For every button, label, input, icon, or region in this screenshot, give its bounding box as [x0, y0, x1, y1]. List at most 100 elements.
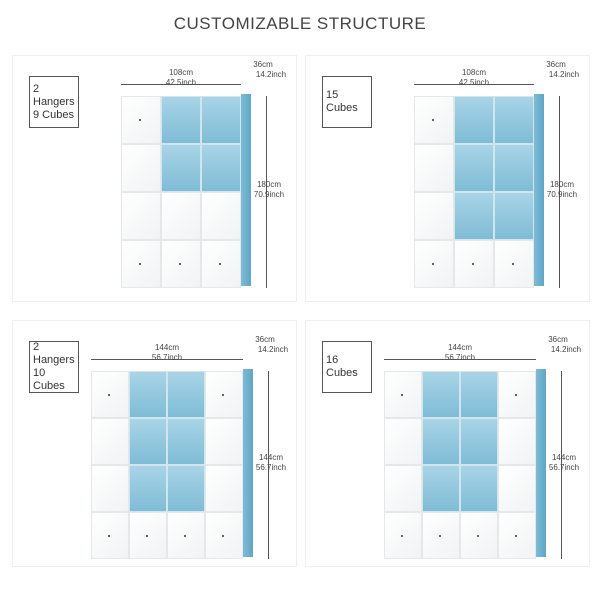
wardrobe-side-panel: [534, 94, 544, 286]
config-label: 16 Cubes: [322, 341, 372, 393]
open-cube: [129, 465, 167, 512]
width-cm: 144cm: [154, 343, 179, 352]
cube-door: [205, 371, 243, 418]
cube-door: [498, 418, 536, 465]
width-inch: 56.7inch: [151, 353, 183, 362]
door-knob: [146, 534, 149, 537]
cube-door: [384, 512, 422, 559]
depth-inch: 14.2inch: [255, 70, 287, 79]
cube-door: [167, 512, 205, 559]
open-cube: [494, 96, 534, 144]
wardrobe-side-panel: [241, 94, 251, 286]
door-knob: [515, 393, 518, 396]
open-cube: [454, 144, 494, 192]
open-cube: [454, 192, 494, 240]
width-cm: 108cm: [168, 68, 193, 77]
width-cm: 144cm: [447, 343, 472, 352]
height-inch: 70.9inch: [253, 190, 285, 199]
cube-door: [498, 512, 536, 559]
open-cube: [460, 371, 498, 418]
cube-door: [460, 512, 498, 559]
door-knob: [432, 119, 435, 122]
door-knob: [108, 534, 111, 537]
open-cube: [494, 144, 534, 192]
config-label-line: 2 Hangers: [33, 82, 75, 108]
width-inch: 42.5inch: [165, 78, 197, 87]
open-cube: [494, 192, 534, 240]
door-knob: [179, 263, 182, 266]
door-knob: [222, 393, 225, 396]
cube-door: [91, 371, 129, 418]
config-label-line: 9 Cubes: [33, 108, 74, 121]
open-cube: [129, 371, 167, 418]
open-cube: [460, 465, 498, 512]
cube-door: [494, 240, 534, 288]
door-knob: [512, 263, 515, 266]
wardrobe-side-panel: [536, 369, 546, 557]
depth-cm: 36cm: [253, 60, 273, 69]
width-dimension-line: [414, 84, 534, 85]
cube-door: [201, 240, 241, 288]
height-inch: 70.9inch: [546, 190, 578, 199]
open-cube: [422, 465, 460, 512]
wardrobe-side-panel: [243, 369, 253, 557]
cube-door: [498, 371, 536, 418]
open-cube: [201, 144, 241, 192]
height-dimension-line: [559, 96, 560, 288]
width-cm: 108cm: [461, 68, 486, 77]
config-label-line: 2 Hangers: [33, 341, 75, 366]
door-knob: [219, 263, 222, 266]
cube-door: [161, 240, 201, 288]
cube-door: [91, 418, 129, 465]
open-cube: [422, 371, 460, 418]
cube-door: [454, 240, 494, 288]
config-label-line: 10 Cubes: [33, 367, 65, 392]
height-cm: 144cm: [551, 453, 576, 462]
depth-cm: 36cm: [548, 335, 568, 344]
cube-door: [384, 371, 422, 418]
door-knob: [477, 534, 480, 537]
door-knob: [439, 534, 442, 537]
cube-door: [205, 465, 243, 512]
cube-door: [91, 512, 129, 559]
open-cube: [129, 418, 167, 465]
height-cm: 180cm: [256, 180, 281, 189]
open-cube: [454, 96, 494, 144]
door-knob: [184, 534, 187, 537]
depth-inch: 14.2inch: [548, 70, 580, 79]
door-knob: [108, 393, 111, 396]
open-cube: [167, 371, 205, 418]
config-label-line: 16 Cubes: [326, 354, 358, 379]
open-cube: [422, 418, 460, 465]
depth-cm: 36cm: [255, 335, 275, 344]
cube-door: [91, 465, 129, 512]
cube-door: [384, 418, 422, 465]
door-knob: [222, 534, 225, 537]
door-knob: [139, 119, 142, 122]
height-cm: 144cm: [258, 453, 283, 462]
cube-door: [161, 192, 201, 240]
door-knob: [139, 263, 142, 266]
width-dimension-line: [91, 359, 243, 360]
cube-door: [121, 96, 161, 144]
height-dimension-line: [561, 371, 562, 559]
height-cm: 180cm: [549, 180, 574, 189]
cube-door: [414, 96, 454, 144]
height-dimension-line: [268, 371, 269, 559]
door-knob: [515, 534, 518, 537]
page-title: CUSTOMIZABLE STRUCTURE: [173, 14, 427, 33]
width-dimension-line: [121, 84, 241, 85]
cube-door: [414, 192, 454, 240]
cube-door: [205, 418, 243, 465]
height-inch: 56.7inch: [255, 463, 287, 472]
config-label-line: 15 Cubes: [326, 89, 358, 114]
depth-inch: 14.2inch: [550, 345, 582, 354]
cube-door: [498, 465, 536, 512]
door-knob: [401, 534, 404, 537]
open-cube: [167, 465, 205, 512]
